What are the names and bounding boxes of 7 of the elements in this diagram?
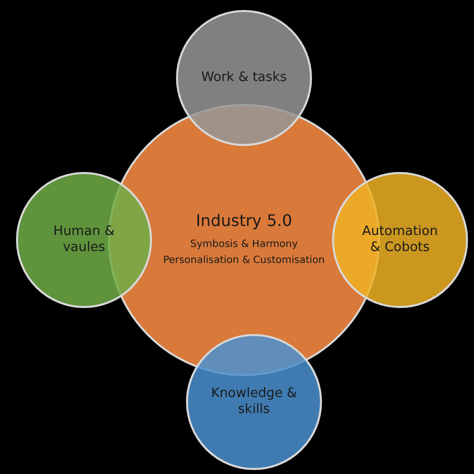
circle-label: Work & tasks — [201, 70, 287, 86]
circle-label: Automation & Cobots — [361, 224, 439, 256]
circle-label: Knowledge & skills — [210, 386, 298, 418]
circle-label: Human & vaules — [52, 224, 116, 256]
circle-label: Personalisation & Customisation — [163, 254, 325, 268]
circle-label: Symbosis & Harmony — [190, 238, 298, 252]
heading-text: Industry 5.0 — [196, 211, 292, 231]
